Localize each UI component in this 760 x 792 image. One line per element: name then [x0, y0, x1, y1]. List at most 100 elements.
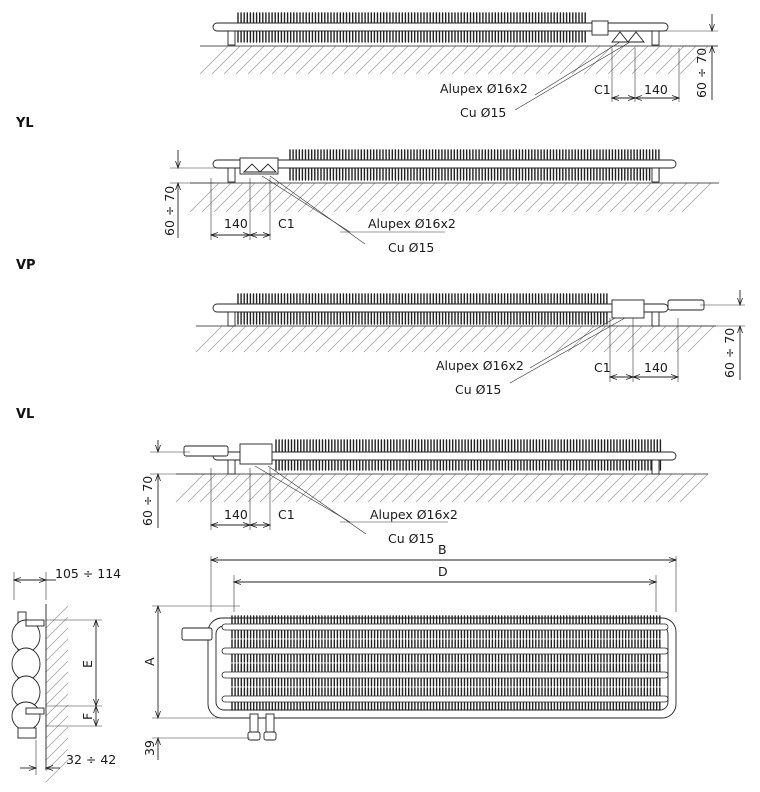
hatch-line [607, 45, 637, 75]
alupex-label: Alupex Ø16x2 [368, 216, 456, 231]
fin-core-tube [221, 671, 669, 679]
hatch-line [279, 325, 307, 353]
hatch-line [687, 325, 715, 353]
hatch-line [249, 182, 280, 213]
cu-label: Cu Ø15 [388, 240, 434, 255]
hatch-line [391, 45, 421, 75]
hatch-line [447, 325, 475, 353]
hatch-line [283, 473, 313, 503]
hatch-line [535, 473, 565, 503]
hatch-line [471, 325, 499, 353]
hatch-line [339, 325, 367, 353]
hatch-line [439, 45, 469, 75]
hatch-line [297, 182, 328, 213]
side-profile [11, 611, 45, 739]
hatch-line [315, 325, 343, 353]
hatch-line [387, 325, 415, 353]
hatch-line [483, 325, 511, 353]
hatch-line [639, 325, 667, 353]
hatch-line [393, 182, 424, 213]
hatch-line [199, 45, 229, 75]
radiator-tube [212, 159, 677, 169]
valve-cap-right [263, 731, 277, 741]
hatch-line [255, 325, 283, 353]
hatch-line [411, 325, 439, 353]
hatch-line [211, 45, 241, 75]
hatch-line [45, 704, 69, 728]
hatch-line [291, 325, 319, 353]
hatch-line [511, 45, 541, 75]
foot-right [651, 30, 660, 46]
hatch-line [535, 45, 565, 75]
hatch-line [307, 473, 337, 503]
floor-hatch-vl [175, 473, 709, 503]
hatch-line [595, 45, 625, 75]
hatch-line [45, 671, 69, 695]
hatch-line [495, 325, 523, 353]
offset-label: 140 [224, 507, 248, 522]
foot-right [651, 459, 660, 475]
height-label: 60 ÷ 70 [694, 48, 709, 98]
front-side-connector [181, 627, 213, 641]
dim-39-label: 39 [142, 740, 157, 756]
radiator-tube [212, 303, 669, 313]
hatch-line [45, 660, 69, 684]
hatch-line [643, 473, 673, 503]
side-connector [667, 299, 705, 311]
hatch-line [295, 473, 325, 503]
hatch-line [631, 45, 661, 75]
hatch-line [657, 182, 688, 213]
cu-label: Cu Ø15 [455, 382, 501, 397]
valve-body [591, 20, 609, 36]
fin-core-tube [221, 623, 669, 631]
hatch-line [187, 473, 217, 503]
floor-hatch-yl [189, 182, 719, 213]
hatch-line [669, 182, 700, 213]
hatch-line [231, 325, 259, 353]
hatch-line [561, 182, 592, 213]
dim-f-label: F [80, 713, 95, 720]
hatch-line [355, 45, 385, 75]
hatch-line [247, 473, 277, 503]
hatch-line [319, 45, 349, 75]
hatch-line [351, 325, 379, 353]
height-label: 60 ÷ 70 [722, 328, 737, 378]
hatch-line [343, 45, 373, 75]
hatch-line [243, 325, 271, 353]
c1-label: C1 [594, 82, 611, 97]
foot-left [227, 167, 236, 183]
hatch-line [627, 325, 655, 353]
hatch-line [211, 473, 241, 503]
cu-label: Cu Ø15 [460, 105, 506, 120]
fin-profile [11, 701, 41, 731]
hatch-line [271, 473, 301, 503]
offset-label: 140 [644, 360, 668, 375]
floor-hatch-vp [195, 325, 716, 353]
hatch-line [403, 473, 433, 503]
floor-hatch-top [199, 45, 718, 75]
hatch-line [427, 473, 457, 503]
hatch-line [435, 325, 463, 353]
foot-right [651, 311, 660, 327]
radiator-tube [212, 451, 677, 461]
hatch-line [571, 473, 601, 503]
hatch-line [679, 45, 709, 75]
hatch-line [501, 182, 532, 213]
hatch-line [357, 182, 388, 213]
offset-label: 140 [644, 82, 668, 97]
alupex-label: Alupex Ø16x2 [436, 358, 524, 373]
hatch-line [487, 45, 517, 75]
hatch-line [525, 182, 556, 213]
fin-core-tube [221, 695, 669, 703]
hatch-line [45, 682, 69, 706]
hatch-line [543, 325, 571, 353]
bracket-top [25, 619, 45, 627]
hatch-line [585, 182, 616, 213]
hatch-line [223, 45, 253, 75]
hatch-line [45, 649, 69, 673]
hatch-line [559, 45, 589, 75]
section-label-vl: VL [16, 407, 34, 422]
hatch-line [595, 473, 625, 503]
hatch-line [45, 693, 69, 717]
